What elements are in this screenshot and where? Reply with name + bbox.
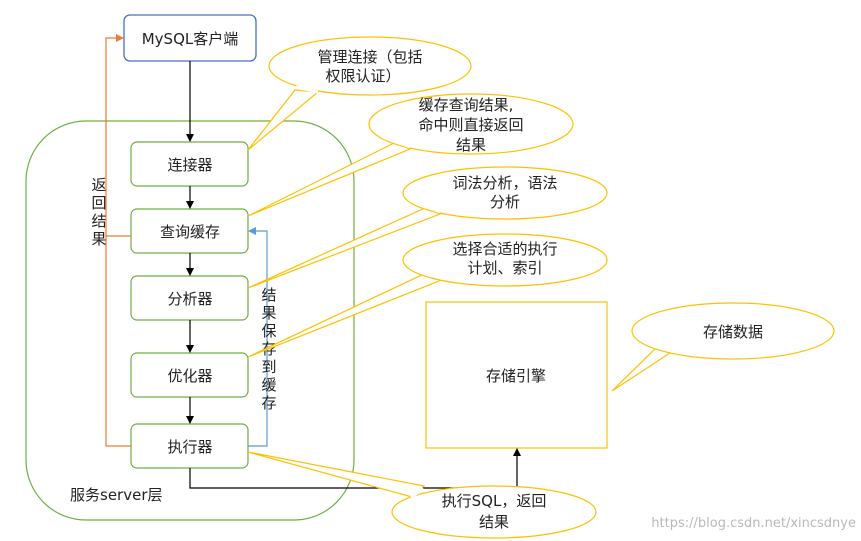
svg-text:到: 到 <box>261 358 276 376</box>
callout-executor: 执行SQL，返回 结果 <box>247 451 597 539</box>
storage-engine-box <box>425 301 608 449</box>
svg-text:果: 果 <box>261 304 276 322</box>
svg-text:分析: 分析 <box>490 193 520 211</box>
executor-label: 执行器 <box>167 438 212 456</box>
svg-text:缓: 缓 <box>261 376 276 394</box>
svg-text:存储数据: 存储数据 <box>703 323 763 341</box>
svg-text:存: 存 <box>261 394 276 412</box>
svg-text:词法分析，语法: 词法分析，语法 <box>452 174 557 192</box>
callout-connector: 管理连接（包括 权限认证） <box>247 36 472 151</box>
save-to-cache-text: 结 果 保 存 到 缓 存 <box>261 286 276 412</box>
callout-storage: 存储数据 <box>611 302 835 392</box>
svg-text:缓存查询结果,: 缓存查询结果, <box>419 96 514 114</box>
svg-text:返: 返 <box>91 176 106 194</box>
return-result-arrow <box>105 34 131 447</box>
svg-text:权限认证）: 权限认证） <box>325 67 400 85</box>
arrow-executor-to-storage <box>189 448 521 489</box>
svg-text:计划、索引: 计划、索引 <box>467 259 542 277</box>
svg-text:选择合适的执行: 选择合适的执行 <box>452 240 557 258</box>
svg-text:结果: 结果 <box>479 513 509 531</box>
callout-optimizer: 选择合适的执行 计划、索引 <box>247 233 608 358</box>
analyzer-label: 分析器 <box>167 290 212 308</box>
svg-text:命中则直接返回: 命中则直接返回 <box>418 116 523 134</box>
svg-text:结果: 结果 <box>456 136 486 154</box>
svg-text:结: 结 <box>91 212 106 230</box>
callout-analyzer: 词法分析，语法 分析 <box>247 166 608 289</box>
mysql-client-label: MySQL客户端 <box>142 30 239 48</box>
callout-query-cache: 缓存查询结果, 命中则直接返回 结果 <box>247 93 574 217</box>
server-layer-label: 服务server层 <box>70 486 162 504</box>
watermark-text: https://blog.csdn.net/xincsdnye <box>651 516 856 531</box>
svg-text:回: 回 <box>91 194 106 212</box>
return-result-text: 返 回 结 果 <box>91 176 106 248</box>
optimizer-label: 优化器 <box>167 367 212 385</box>
save-to-cache-arrow <box>248 227 268 447</box>
svg-text:结: 结 <box>261 286 276 304</box>
svg-text:保: 保 <box>261 322 276 340</box>
connector-label: 连接器 <box>167 156 212 174</box>
query-cache-label: 查询缓存 <box>160 223 220 241</box>
svg-text:执行SQL，返回: 执行SQL，返回 <box>442 492 547 510</box>
svg-text:果: 果 <box>91 230 106 248</box>
svg-text:管理连接（包括: 管理连接（包括 <box>317 48 422 66</box>
storage-engine-label: 存储引擎 <box>486 367 546 385</box>
